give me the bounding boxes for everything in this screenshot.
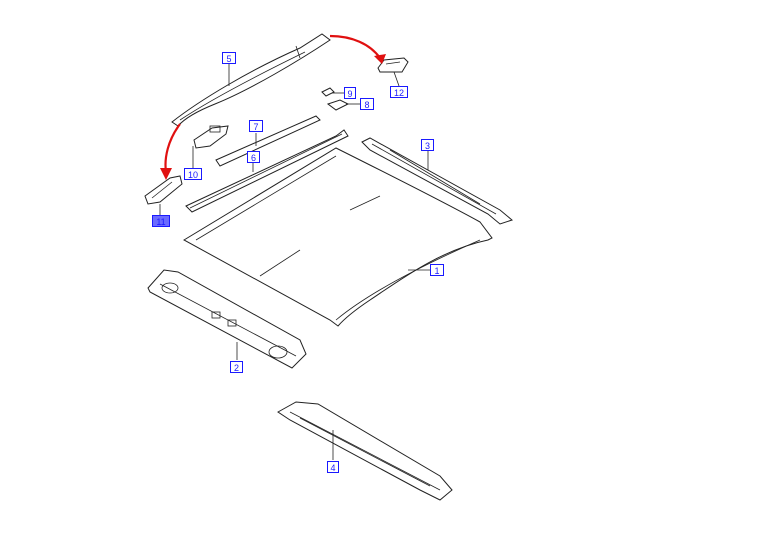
part-clip-8[interactable] [326,99,350,111]
part-molding-7[interactable] [215,115,321,167]
callout-1[interactable]: 1 [430,264,444,276]
part-roof-panel[interactable] [182,147,493,327]
callout-11[interactable]: 11 [152,215,170,227]
part-side-rail-3[interactable] [361,137,514,225]
part-bracket[interactable] [193,125,229,149]
part-clip-9[interactable] [321,87,335,97]
callout-12[interactable]: 12 [390,86,408,98]
callout-5[interactable]: 5 [222,52,236,64]
part-roof-rail[interactable] [171,33,331,127]
arrow-to-rear-cap [329,34,381,59]
callout-3[interactable]: 3 [421,139,434,151]
callout-10[interactable]: 10 [184,168,202,180]
callout-2[interactable]: 2 [230,361,243,373]
part-rear-crossmember[interactable] [277,401,453,501]
part-rail-end-cap-rear[interactable] [377,57,409,73]
arrow-head-rear [374,54,386,64]
part-weatherstrip-6[interactable] [185,129,349,213]
leader-12 [393,71,400,87]
arrow-to-front-cap [164,123,181,173]
callout-9[interactable]: 9 [344,87,356,99]
callout-4[interactable]: 4 [327,461,339,473]
callout-8[interactable]: 8 [360,98,374,110]
callout-7[interactable]: 7 [249,120,263,132]
part-rail-end-cap-front[interactable] [144,175,183,205]
arrow-head-front [160,168,172,180]
part-front-header[interactable] [147,269,307,369]
callout-6[interactable]: 6 [247,151,260,163]
